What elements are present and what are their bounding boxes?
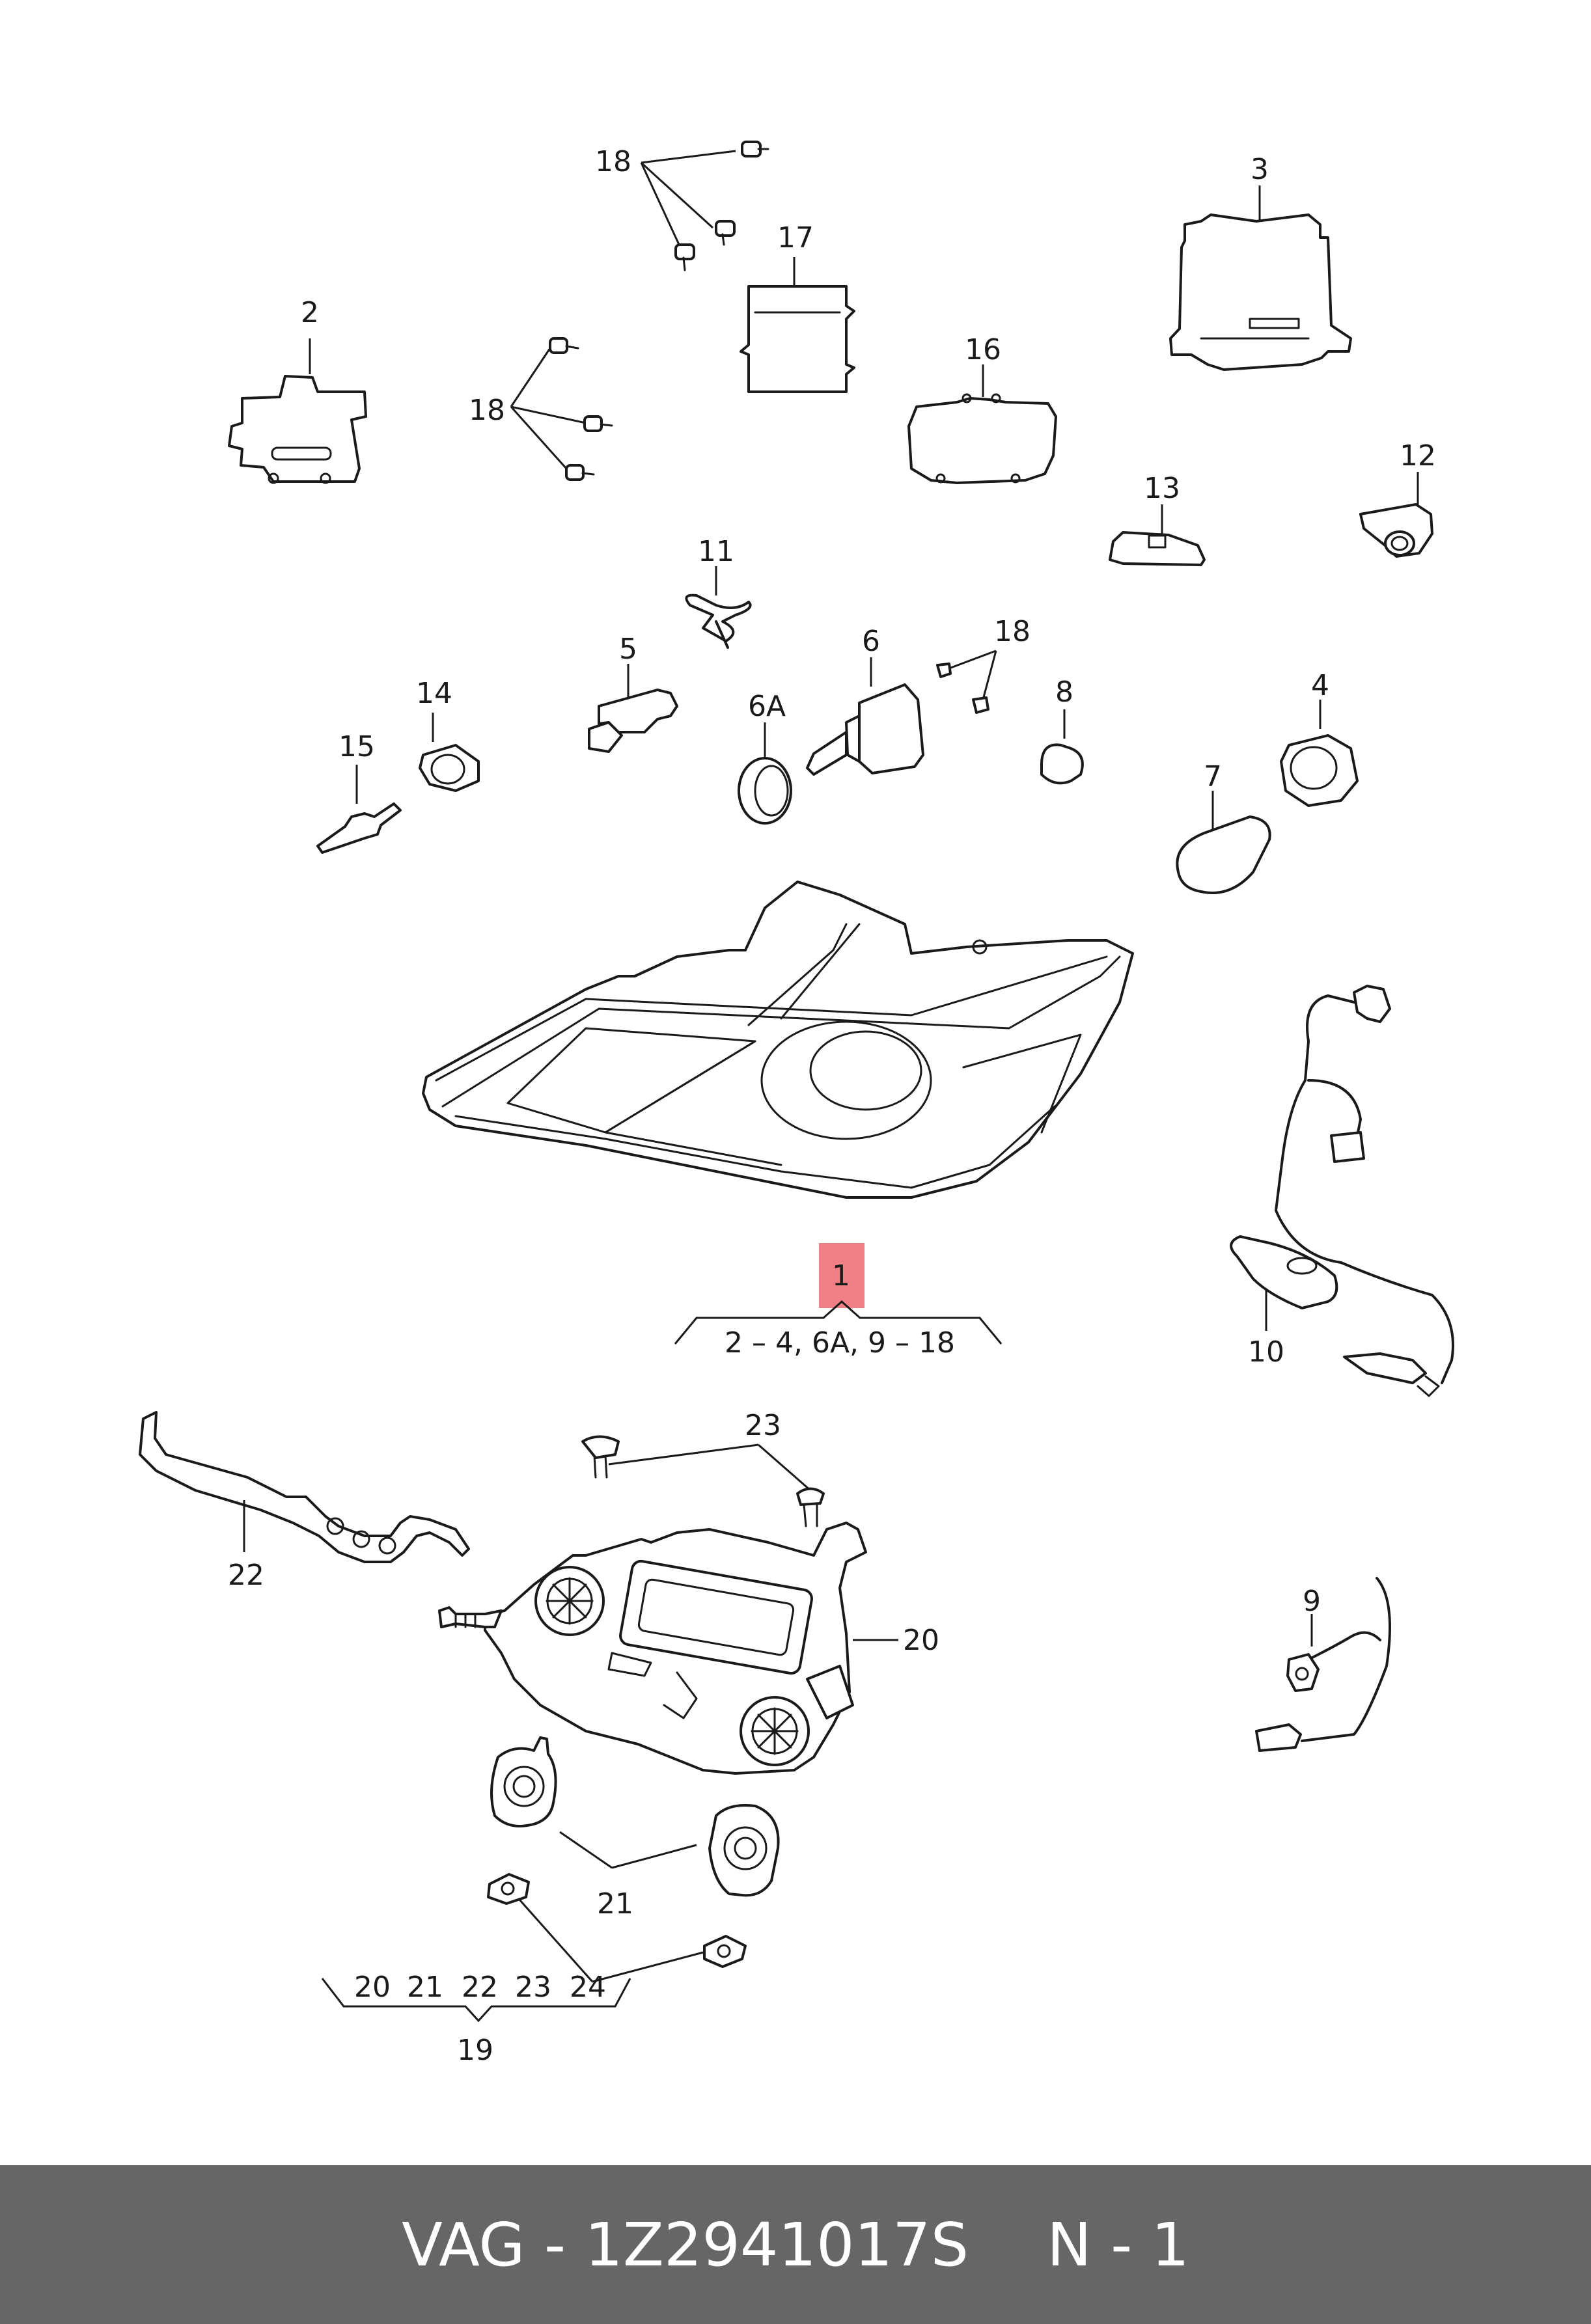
part-18-screws-left [510, 337, 613, 481]
footer-part-number: VAG - 1Z2941017S [401, 2209, 969, 2280]
part-18-screws-top [640, 141, 769, 271]
part-3-cover [1169, 185, 1352, 371]
part-13-cap [1109, 504, 1206, 566]
callout-6a: 6A [748, 690, 786, 723]
part-6-xenon-bulb [806, 657, 924, 776]
callout-10: 10 [1248, 1335, 1284, 1369]
group-19-item-20: 20 [354, 1971, 391, 2004]
callout-19: 19 [457, 2034, 493, 2067]
callout-13: 13 [1144, 472, 1180, 505]
callout-1: 1 [832, 1259, 850, 1292]
callout-4: 4 [1311, 669, 1329, 702]
part-20-base [438, 1522, 898, 1775]
callout-18-top: 18 [595, 145, 631, 178]
part-24-nuts [487, 1873, 747, 1983]
part-1-group-bracket [674, 1300, 1003, 1345]
group-19-item-23: 23 [515, 1971, 551, 2004]
highlight-box [819, 1243, 865, 1308]
part-6a-ring [738, 722, 792, 825]
callout-22: 22 [228, 1559, 264, 1592]
part-17-control-unit [740, 257, 855, 393]
part-12-sleeve [1359, 472, 1433, 558]
part-10-wiring-harness [1230, 985, 1454, 1397]
callout-16: 16 [965, 333, 1001, 366]
part-1-contents-label: 2 – 4, 6A, 9 – 18 [725, 1326, 955, 1360]
part-18-screws-mid [936, 649, 997, 714]
part-11-spring-clip [685, 566, 752, 649]
callout-8: 8 [1055, 676, 1073, 709]
part-5-bulb-holder [588, 664, 678, 753]
footer-bar: VAG - 1Z2941017S N - 1 [0, 2165, 1591, 2324]
part-14-bushing [419, 713, 480, 792]
part-8-bulb [1040, 709, 1084, 785]
callout-23: 23 [745, 1409, 781, 1442]
part-21-adjusters [490, 1736, 780, 1897]
part-19-group-bracket [321, 1978, 631, 2023]
part-1-headlight [422, 881, 1134, 1199]
group-19-item-21: 21 [407, 1971, 443, 2004]
callout-18-mid: 18 [994, 615, 1031, 648]
callout-14: 14 [416, 677, 452, 710]
exploded-parts-diagram: 1 2 – 4, 6A, 9 – 18 2 3 4 5 6 6A 7 8 9 1… [139, 141, 1454, 2067]
callout-5: 5 [619, 633, 637, 666]
callout-3: 3 [1251, 153, 1269, 186]
group-19-item-24: 24 [570, 1971, 606, 2004]
callout-11: 11 [698, 535, 734, 568]
part-9-harness [1255, 1577, 1391, 1752]
callout-20: 20 [903, 1624, 939, 1657]
callout-2: 2 [301, 296, 319, 329]
callout-15: 15 [339, 730, 375, 763]
part-16-cover [907, 364, 1057, 484]
callout-18-left: 18 [469, 394, 505, 427]
part-15-pin [316, 765, 402, 854]
callout-9: 9 [1303, 1585, 1321, 1618]
part-22-bracket [139, 1411, 470, 1563]
part-4-socket [1280, 700, 1359, 807]
callout-17: 17 [777, 221, 814, 254]
group-19-item-22: 22 [462, 1971, 498, 2004]
callout-7: 7 [1204, 760, 1222, 793]
callout-21: 21 [597, 1887, 633, 1921]
part-2-bracket [228, 338, 367, 484]
footer-position: N - 1 [1047, 2209, 1190, 2280]
callout-6: 6 [862, 625, 880, 658]
callout-12: 12 [1400, 439, 1436, 472]
part-23-screws [581, 1435, 825, 1527]
part-7-bulb [1176, 791, 1271, 894]
